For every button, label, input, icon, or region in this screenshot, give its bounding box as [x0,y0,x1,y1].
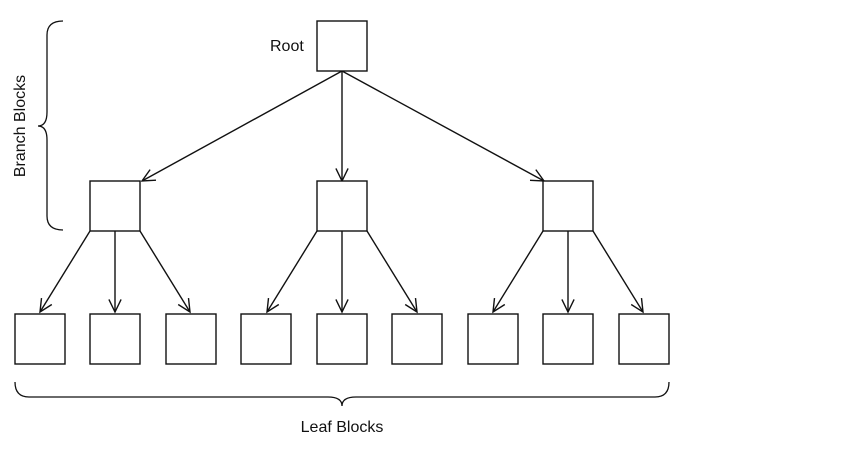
edge-branch-1-leaf-2 [108,231,122,314]
branch-node-1 [89,180,141,232]
edge-branch-2-leaf-4-arrowhead [266,298,280,314]
edge-root-branch-3-line [341,70,545,182]
edge-root-branch-1-arrowhead [140,169,157,182]
leaf-node-1 [14,313,66,365]
branch-blocks-label: Branch Blocks [12,75,29,177]
edge-branch-1-leaf-3-arrowhead [177,298,191,314]
leaf-node-4 [240,313,292,365]
leaf-brace [14,381,670,407]
branch-brace [37,20,64,231]
edge-root-branch-3 [341,70,546,182]
edge-branch-2-leaf-5-arrowhead [335,299,349,314]
edge-root-branch-1-line [141,70,343,182]
root-node [316,20,368,72]
edge-branch-2-leaf-4 [266,230,318,314]
branch-node-2 [316,180,368,232]
root-label: Root [270,38,304,55]
edge-branch-1-leaf-3-line [139,230,191,313]
edge-branch-1-leaf-1-line [39,230,91,313]
edge-branch-1-leaf-2-arrowhead [108,299,122,314]
edge-branch-3-leaf-8 [561,231,575,314]
leaf-node-6 [391,313,443,365]
leaf-node-8 [542,313,594,365]
edge-branch-3-leaf-8-arrowhead [561,299,575,314]
edge-branch-3-leaf-9-line [592,230,644,313]
edge-branch-3-leaf-9 [592,230,644,314]
branch-node-3 [542,180,594,232]
edge-branch-3-leaf-7-arrowhead [492,298,506,314]
edges [39,70,644,314]
leaf-node-7 [467,313,519,365]
edge-branch-2-leaf-6 [366,230,418,314]
leaf-blocks-label: Leaf Blocks [301,419,384,436]
leaf-node-3 [165,313,217,365]
edge-branch-2-leaf-5 [335,231,349,314]
edge-root-branch-2 [335,71,349,183]
edge-branch-1-leaf-1-arrowhead [39,298,53,314]
edge-branch-1-leaf-3 [139,230,191,314]
leaf-node-2 [89,313,141,365]
edge-branch-2-leaf-4-line [266,230,318,313]
edge-branch-2-leaf-6-arrowhead [404,298,418,314]
edge-branch-2-leaf-6-line [366,230,418,313]
edge-branch-1-leaf-1 [39,230,91,314]
edge-branch-3-leaf-7-line [492,230,544,313]
leaf-node-5 [316,313,368,365]
edge-branch-3-leaf-7 [492,230,544,314]
leaf-node-9 [618,313,670,365]
edge-root-branch-1 [140,70,343,182]
edge-branch-3-leaf-9-arrowhead [630,298,644,314]
